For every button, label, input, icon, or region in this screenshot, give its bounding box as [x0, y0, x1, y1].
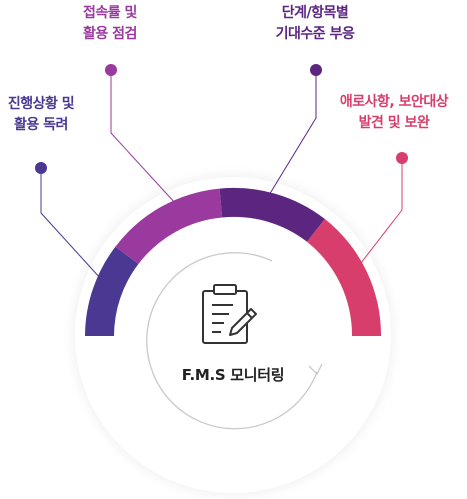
cycle-arrow	[146, 252, 318, 430]
connector-dot-progress	[35, 162, 47, 174]
connector-dot-issues	[396, 152, 408, 164]
arc-segment-issues	[307, 219, 382, 336]
connector-dot-access	[105, 64, 117, 76]
item-label-access-line2: 활용 점검	[83, 26, 137, 42]
item-label-issues-line2: 발견 및 보완	[358, 115, 430, 131]
item-label-access-line1: 접속률 및	[83, 5, 137, 21]
connector-line-issues	[353, 158, 403, 273]
arc-segment-access	[115, 188, 223, 264]
cycle-arrow-head	[308, 363, 323, 376]
connector-line-expectation	[262, 70, 317, 206]
connector-dot-expectation	[310, 64, 322, 76]
item-label-progress-line1: 진행상황 및	[7, 96, 75, 112]
item-label-access: 접속률 및 활용 점검	[60, 3, 160, 45]
center-title: F.M.S 모니터링	[181, 366, 285, 384]
item-label-expectation-line1: 단계/항목별	[281, 5, 349, 21]
connector-line-progress	[40, 168, 102, 280]
item-label-progress: 진행상황 및 활용 독려	[0, 94, 84, 136]
item-label-expectation: 단계/항목별 기대수준 부응	[250, 3, 380, 45]
arc-segment-progress	[85, 246, 139, 336]
item-label-expectation-line2: 기대수준 부응	[275, 26, 355, 42]
inner-disc	[115, 218, 351, 454]
connector-line-access	[110, 70, 177, 205]
item-label-issues-line1: 애로사항, 보안대상	[339, 94, 449, 110]
item-label-progress-line2: 활용 독려	[14, 117, 68, 133]
clipboard-pencil-icon	[202, 284, 257, 344]
item-label-issues: 애로사항, 보안대상 발견 및 보완	[322, 92, 466, 134]
arc-segment-expectation	[219, 187, 325, 242]
